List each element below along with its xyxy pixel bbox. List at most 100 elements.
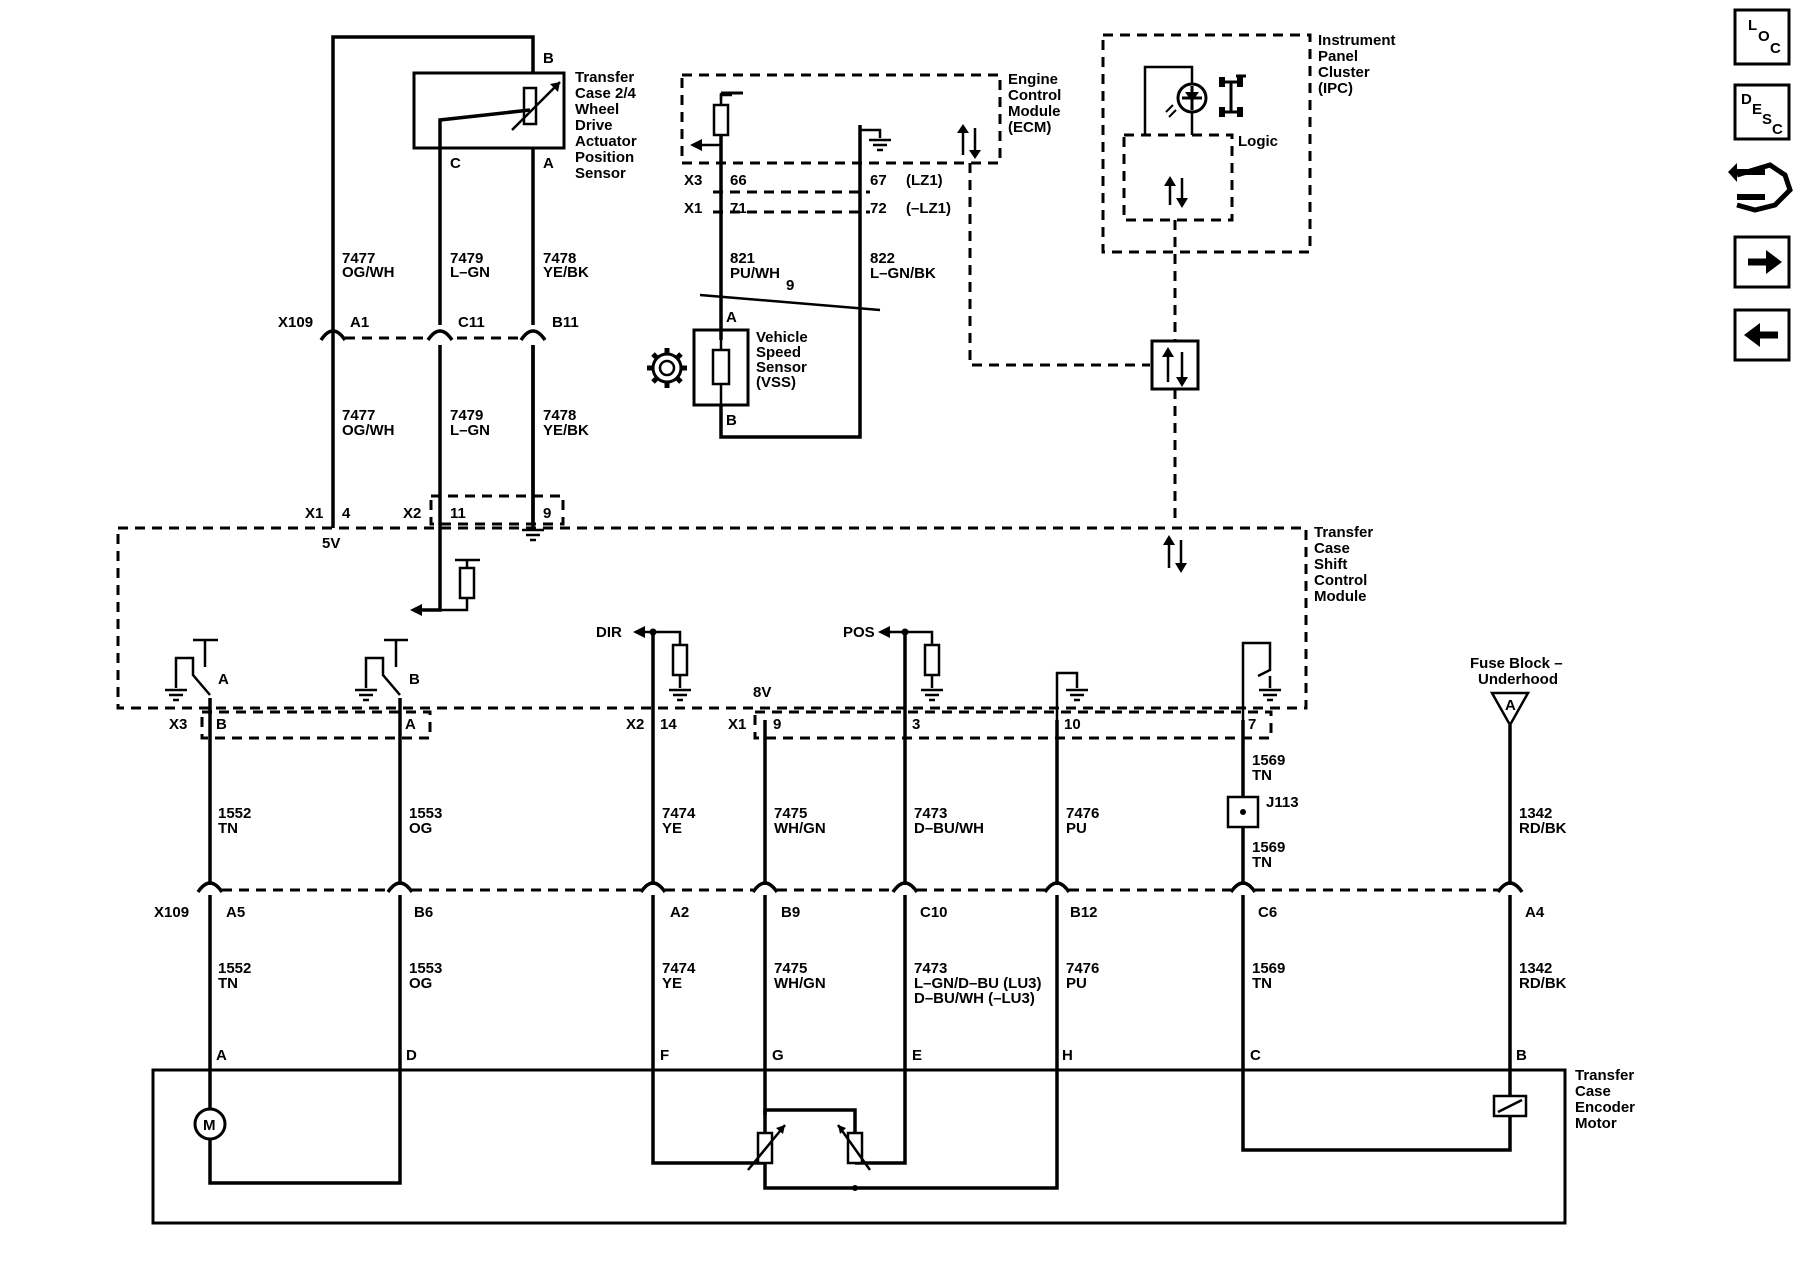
wire-7477	[331, 35, 535, 345]
svg-text:1342: 1342	[1519, 805, 1552, 822]
svg-text:71: 71	[730, 200, 747, 217]
svg-text:7: 7	[1248, 716, 1256, 733]
switch-a: A	[163, 638, 229, 720]
svg-text:9: 9	[773, 716, 781, 733]
motor-pin-labels: A D F G E H C B	[216, 1047, 1527, 1064]
svg-text:H: H	[1062, 1047, 1073, 1064]
svg-text:(–LZ1): (–LZ1)	[906, 200, 951, 217]
svg-text:Panel: Panel	[1318, 48, 1358, 65]
pin-label: B	[543, 50, 554, 67]
svg-text:4: 4	[342, 505, 351, 522]
svg-text:Module: Module	[1314, 588, 1367, 605]
svg-text:Encoder: Encoder	[1575, 1099, 1635, 1116]
svg-text:(ECM): (ECM)	[1008, 119, 1051, 136]
svg-text:TN: TN	[1252, 975, 1272, 992]
svg-text:1553: 1553	[409, 960, 442, 977]
svg-text:YE: YE	[662, 975, 682, 992]
svg-text:YE/BK: YE/BK	[543, 422, 589, 439]
tcscm-top-connector: X1 4 5V X2 11 9	[305, 494, 565, 552]
svg-text:L–GN: L–GN	[450, 264, 490, 281]
svg-text:B6: B6	[414, 904, 433, 921]
svg-text:X2: X2	[403, 505, 421, 522]
svg-text:7473: 7473	[914, 805, 947, 822]
svg-text:Underhood: Underhood	[1478, 671, 1558, 688]
svg-text:TN: TN	[1252, 767, 1272, 784]
desc-letter: C	[1772, 121, 1783, 138]
svg-text:A: A	[405, 716, 416, 733]
svg-text:B: B	[409, 671, 420, 688]
svg-text:C10: C10	[920, 904, 948, 921]
svg-text:X2: X2	[626, 716, 644, 733]
svg-text:D–BU/WH: D–BU/WH	[914, 820, 984, 837]
next-page-arrow-icon[interactable]	[1733, 235, 1791, 289]
transfer-case-encoder-motor: Transfer Case Encoder Motor	[151, 1067, 1635, 1225]
svg-text:67: 67	[870, 172, 887, 189]
connector-wrench-icon[interactable]	[1728, 162, 1793, 213]
svg-text:7473: 7473	[914, 960, 947, 977]
svg-text:L–GN: L–GN	[450, 422, 490, 439]
ecm-connector: X3 66 67 (LZ1) X1 71 72 (–LZ1)	[684, 172, 951, 217]
svg-text:(IPC): (IPC)	[1318, 80, 1353, 97]
dir-circuit: DIR	[596, 624, 693, 702]
transfer-case-position-sensor: Transfer Case 2/4 Wheel Drive Actuator P…	[412, 50, 637, 182]
svg-text:A5: A5	[226, 904, 245, 921]
svg-text:WH/GN: WH/GN	[774, 975, 826, 992]
instrument-panel-cluster: Instrument Panel Cluster (IPC) Logic	[1101, 32, 1396, 254]
connector-x109-upper: X109 A1 C11 B11	[278, 314, 579, 342]
svg-text:1552: 1552	[218, 960, 251, 977]
svg-text:PU/WH: PU/WH	[730, 265, 780, 282]
svg-text:X109: X109	[154, 904, 189, 921]
svg-text:7478: 7478	[543, 407, 576, 424]
svg-text:(VSS): (VSS)	[756, 374, 796, 391]
svg-text:X1: X1	[728, 716, 746, 733]
lower-wires	[208, 632, 1512, 885]
loc-letter: L	[1748, 17, 1757, 34]
voltage-label: 8V	[753, 684, 771, 701]
svg-text:Speed: Speed	[756, 344, 801, 361]
splice-j113: J113	[1226, 794, 1299, 829]
svg-text:9: 9	[543, 505, 551, 522]
svg-text:Cluster: Cluster	[1318, 64, 1370, 81]
loc-button[interactable]: L O C	[1733, 8, 1791, 66]
svg-text:10: 10	[1064, 716, 1081, 733]
component-label: Actuator	[575, 133, 637, 150]
pos-circuit: POS	[843, 624, 945, 702]
svg-text:E: E	[912, 1047, 922, 1064]
svg-text:WH/GN: WH/GN	[774, 820, 826, 837]
svg-text:C: C	[1250, 1047, 1261, 1064]
svg-text:F: F	[660, 1047, 669, 1064]
desc-button[interactable]: D E S C	[1733, 83, 1791, 141]
svg-text:B11: B11	[552, 314, 579, 331]
previous-page-arrow-icon[interactable]	[1733, 308, 1791, 362]
svg-text:D–BU/WH (–LU3): D–BU/WH (–LU3)	[914, 990, 1035, 1007]
svg-text:Transfer: Transfer	[1575, 1067, 1634, 1084]
svg-text:L–GN/D–BU (LU3): L–GN/D–BU (LU3)	[914, 975, 1042, 992]
pin-label: A	[543, 155, 554, 172]
vehicle-speed-sensor: A B Vehicle Speed Sensor (VSS)	[692, 309, 808, 429]
component-label: Drive	[575, 117, 613, 134]
component-label: Sensor	[575, 165, 626, 182]
desc-letter: E	[1752, 101, 1762, 118]
encoder-potentiometer-right	[836, 1124, 872, 1171]
svg-text:L–GN/BK: L–GN/BK	[870, 265, 936, 282]
svg-text:7474: 7474	[662, 805, 696, 822]
svg-text:A2: A2	[670, 904, 689, 921]
wire-label: 821 PU/WH 9 822 L–GN/BK	[730, 250, 936, 294]
svg-text:OG/WH: OG/WH	[342, 422, 395, 439]
svg-text:C11: C11	[458, 314, 485, 331]
svg-text:1569: 1569	[1252, 960, 1285, 977]
gear-icon	[647, 348, 687, 388]
svg-text:RD/BK: RD/BK	[1519, 820, 1567, 837]
ground-10	[1055, 671, 1090, 720]
svg-text:7475: 7475	[774, 960, 807, 977]
tcscm-bottom-connector: X3 B A X2 14 X1 9 3 10 7	[169, 710, 1273, 740]
loc-letter: O	[1758, 28, 1770, 45]
svg-text:A: A	[218, 671, 229, 688]
svg-text:RD/BK: RD/BK	[1519, 975, 1567, 992]
pin-label: C	[450, 155, 461, 172]
internal-resistor	[410, 558, 480, 616]
svg-text:7477: 7477	[342, 250, 375, 267]
svg-text:YE: YE	[662, 820, 682, 837]
